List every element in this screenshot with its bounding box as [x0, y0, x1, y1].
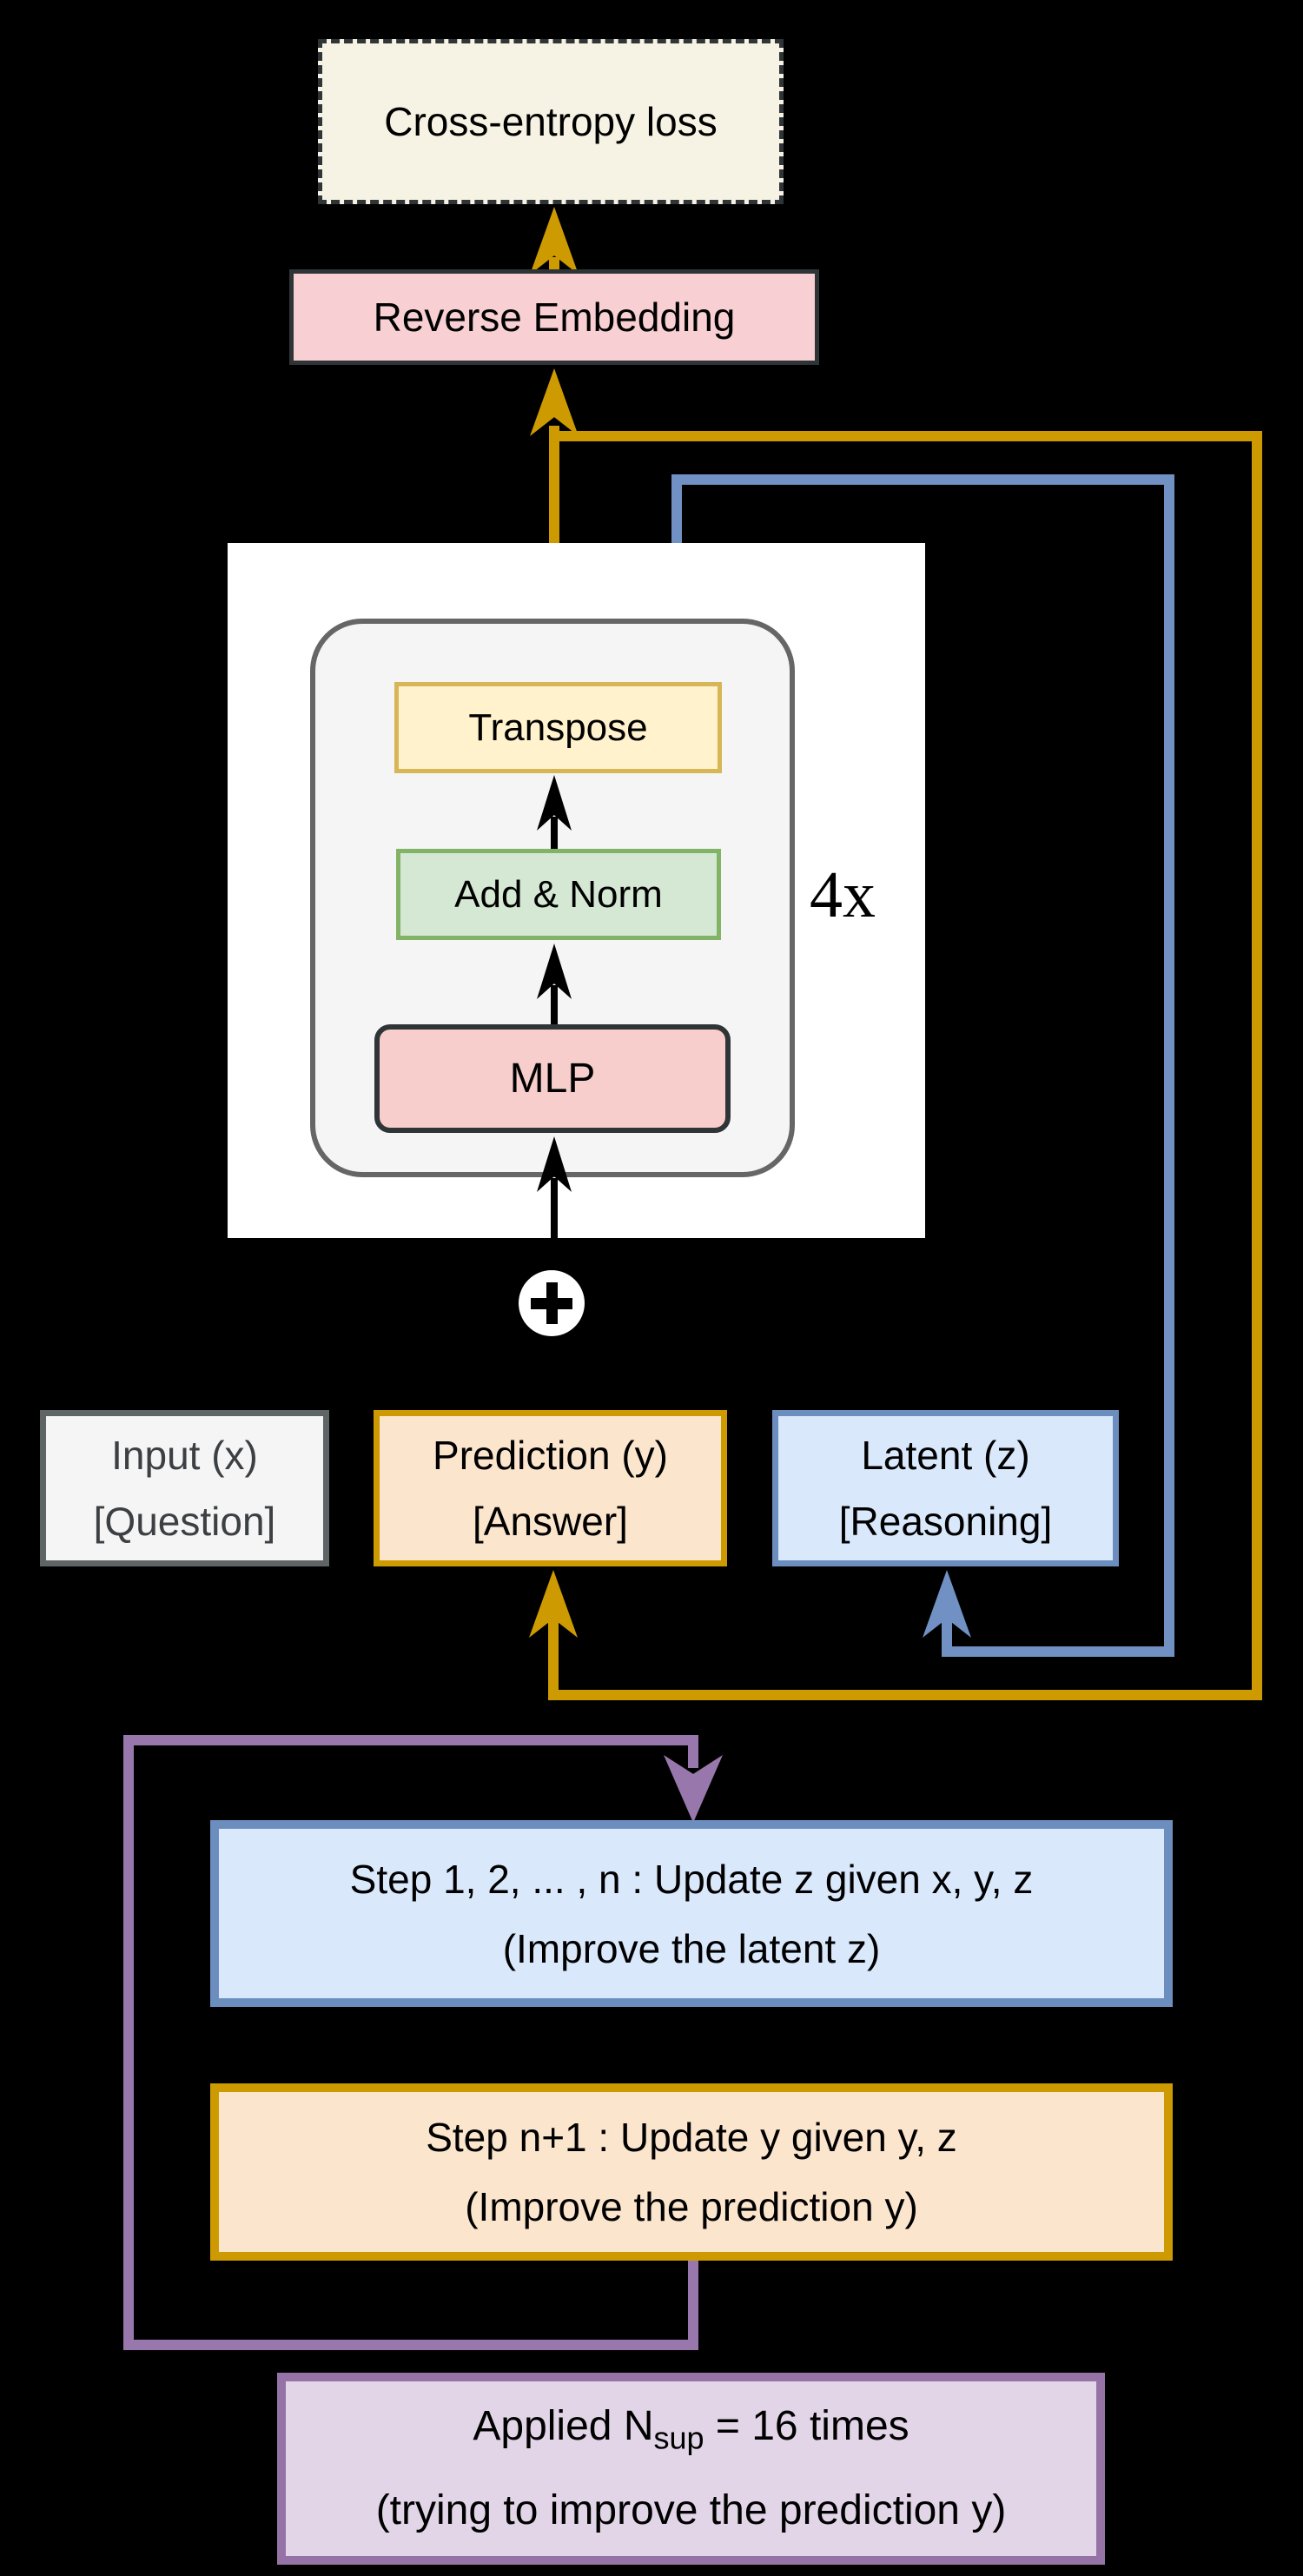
transpose-label: Transpose: [468, 705, 648, 749]
reverse-embedding-label: Reverse Embedding: [373, 295, 736, 340]
purple-loop-horizontal-bottom: [123, 2340, 698, 2350]
input-x-line2: [Question]: [93, 1499, 276, 1544]
sum-plus-icon-vbar: [546, 1282, 558, 1324]
blue-feedback-horizontal-bottom: [942, 1646, 1174, 1657]
prediction-y-line1: Prediction (y): [433, 1433, 668, 1478]
mlp-box: MLP: [374, 1024, 731, 1133]
purple-loop-stub-down: [688, 1742, 698, 1768]
blue-feedback-horizontal-top: [671, 474, 1174, 485]
update-z-line1: Step 1, 2, ... , n : Update z given x, y…: [349, 1856, 1034, 1902]
cross-entropy-loss-box: Cross-entropy loss: [318, 39, 784, 204]
applied-nsup-box: Applied Nsup = 16 times (trying to impro…: [277, 2373, 1105, 2565]
update-z-box: Step 1, 2, ... , n : Update z given x, y…: [210, 1820, 1173, 2007]
update-y-line1: Step n+1 : Update y given y, z: [426, 2115, 957, 2160]
purple-loop-horizontal-top: [123, 1735, 698, 1745]
input-x-box: Input (x) [Question]: [40, 1410, 329, 1566]
latent-z-box: Latent (z) [Reasoning]: [772, 1410, 1119, 1566]
applied-nsup-line2: (trying to improve the prediction y): [375, 2487, 1007, 2534]
gold-line-into-prediction: [548, 1607, 559, 1695]
input-x-line1: Input (x): [111, 1433, 258, 1478]
gold-feedback-horizontal-bottom: [548, 1690, 1262, 1700]
latent-z-line2: [Reasoning]: [838, 1499, 1053, 1544]
mlp-label: MLP: [509, 1056, 596, 1102]
transpose-box: Transpose: [394, 682, 722, 773]
prediction-y-box: Prediction (y) [Answer]: [374, 1410, 727, 1566]
reverse-embedding-box: Reverse Embedding: [289, 269, 819, 365]
black-line-sum-to-mlp: [551, 1178, 558, 1239]
update-y-box: Step n+1 : Update y given y, z (Improve …: [210, 2083, 1173, 2261]
latent-z-line1: Latent (z): [861, 1433, 1030, 1478]
prediction-y-line2: [Answer]: [473, 1499, 628, 1544]
gold-branch-horizontal-top: [549, 431, 1262, 441]
repeat-4x-label: 4x: [810, 858, 876, 931]
purple-loop-connector-from-update-y: [688, 2261, 698, 2348]
add-norm-label: Add & Norm: [454, 872, 663, 916]
applied-nsup-suffix: = 16 times: [704, 2402, 909, 2449]
cross-entropy-loss-label: Cross-entropy loss: [384, 99, 718, 144]
purple-loop-vertical-left: [123, 1735, 134, 2350]
add-norm-box: Add & Norm: [396, 849, 721, 940]
applied-nsup-subscript: sup: [653, 2420, 704, 2456]
gold-line-re-to-loss: [549, 257, 559, 273]
update-z-line2: (Improve the latent z): [502, 1925, 881, 1971]
gold-feedback-vertical-right: [1252, 431, 1262, 1700]
blue-feedback-vertical-right: [1164, 474, 1174, 1657]
update-y-line2: (Improve the prediction y): [465, 2184, 918, 2229]
black-line-addnorm-to-transpose: [551, 817, 558, 851]
applied-nsup-prefix: Applied N: [473, 2402, 654, 2449]
black-line-mlp-to-addnorm: [551, 985, 558, 1027]
applied-nsup-line1: Applied Nsup = 16 times: [473, 2390, 909, 2475]
